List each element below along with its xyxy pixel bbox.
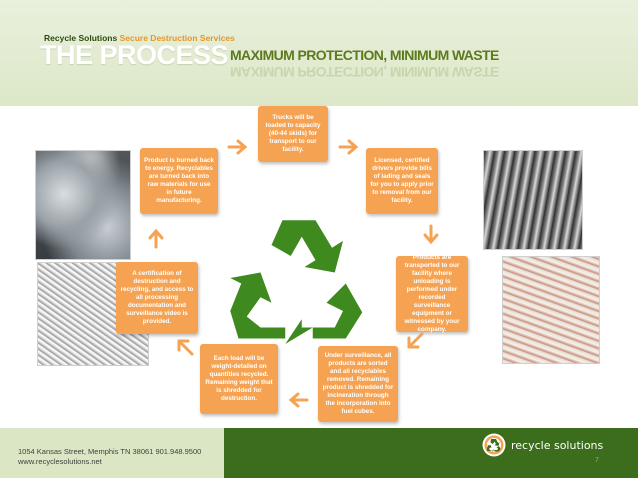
arrow-icon <box>227 139 248 155</box>
step-drivers-text: Licensed, certified drivers provide bill… <box>370 157 434 204</box>
recycle-logo-icon <box>482 433 506 457</box>
step-energy-text: Product is burned back to energy. Recycl… <box>144 157 214 204</box>
arrow-icon <box>423 224 439 245</box>
photo-warehouse-bags <box>35 150 131 260</box>
step-shredded-box: Under surveillance, all products are sor… <box>318 346 398 422</box>
header-banner <box>0 0 638 106</box>
photo-shredder-machine <box>483 150 583 250</box>
arrow-icon <box>407 332 424 349</box>
photo-shredded-documents <box>502 256 600 364</box>
footer-website[interactable]: www.recyclesolutions.net <box>18 457 102 466</box>
arrow-icon <box>148 228 164 249</box>
arrow-icon <box>338 139 359 155</box>
footer-address: 1054 Kansas Street, Memphis TN 38061 901… <box>18 447 202 456</box>
company-line: Recycle Solutions Secure Destruction Ser… <box>44 33 235 43</box>
step-transport-text: Products are transported to our facility… <box>404 254 460 333</box>
step-trucks-text: Trucks will be loaded to capacity (40-44… <box>265 114 321 153</box>
company-name: Recycle Solutions <box>44 33 118 43</box>
step-weight-box: Each load will be weight-detailed on qua… <box>200 344 278 414</box>
step-energy-box: Product is burned back to energy. Recycl… <box>140 148 218 214</box>
page-title: THE PROCESS <box>40 40 229 70</box>
page-subtitle: MAXIMUM PROTECTION, MINIMUM WASTE <box>230 47 499 63</box>
recycle-icon <box>230 220 363 344</box>
page-number: 7 <box>595 457 599 464</box>
arrow-icon <box>177 339 194 356</box>
step-shredded-text: Under surveillance, all products are sor… <box>322 352 394 415</box>
footer-brand-panel <box>224 428 638 478</box>
step-drivers-box: Licensed, certified drivers provide bill… <box>366 148 438 214</box>
step-trucks-box: Trucks will be loaded to capacity (40-44… <box>258 106 328 162</box>
step-certificate-box: A certification of destruction and recyc… <box>116 262 198 334</box>
arrow-icon <box>288 392 309 408</box>
step-weight-text: Each load will be weight-detailed on qua… <box>205 355 273 402</box>
subtitle-reflection: MAXIMUM PROTECTION, MINIMUM WASTE <box>230 64 499 80</box>
footer-contact: 1054 Kansas Street, Memphis TN 38061 901… <box>18 447 201 467</box>
step-certificate-text: A certification of destruction and recyc… <box>120 270 194 325</box>
footer-brand-name: recycle solutions <box>511 439 604 452</box>
company-tagline: Secure Destruction Services <box>119 33 235 43</box>
step-transport-box: Products are transported to our facility… <box>396 254 468 333</box>
